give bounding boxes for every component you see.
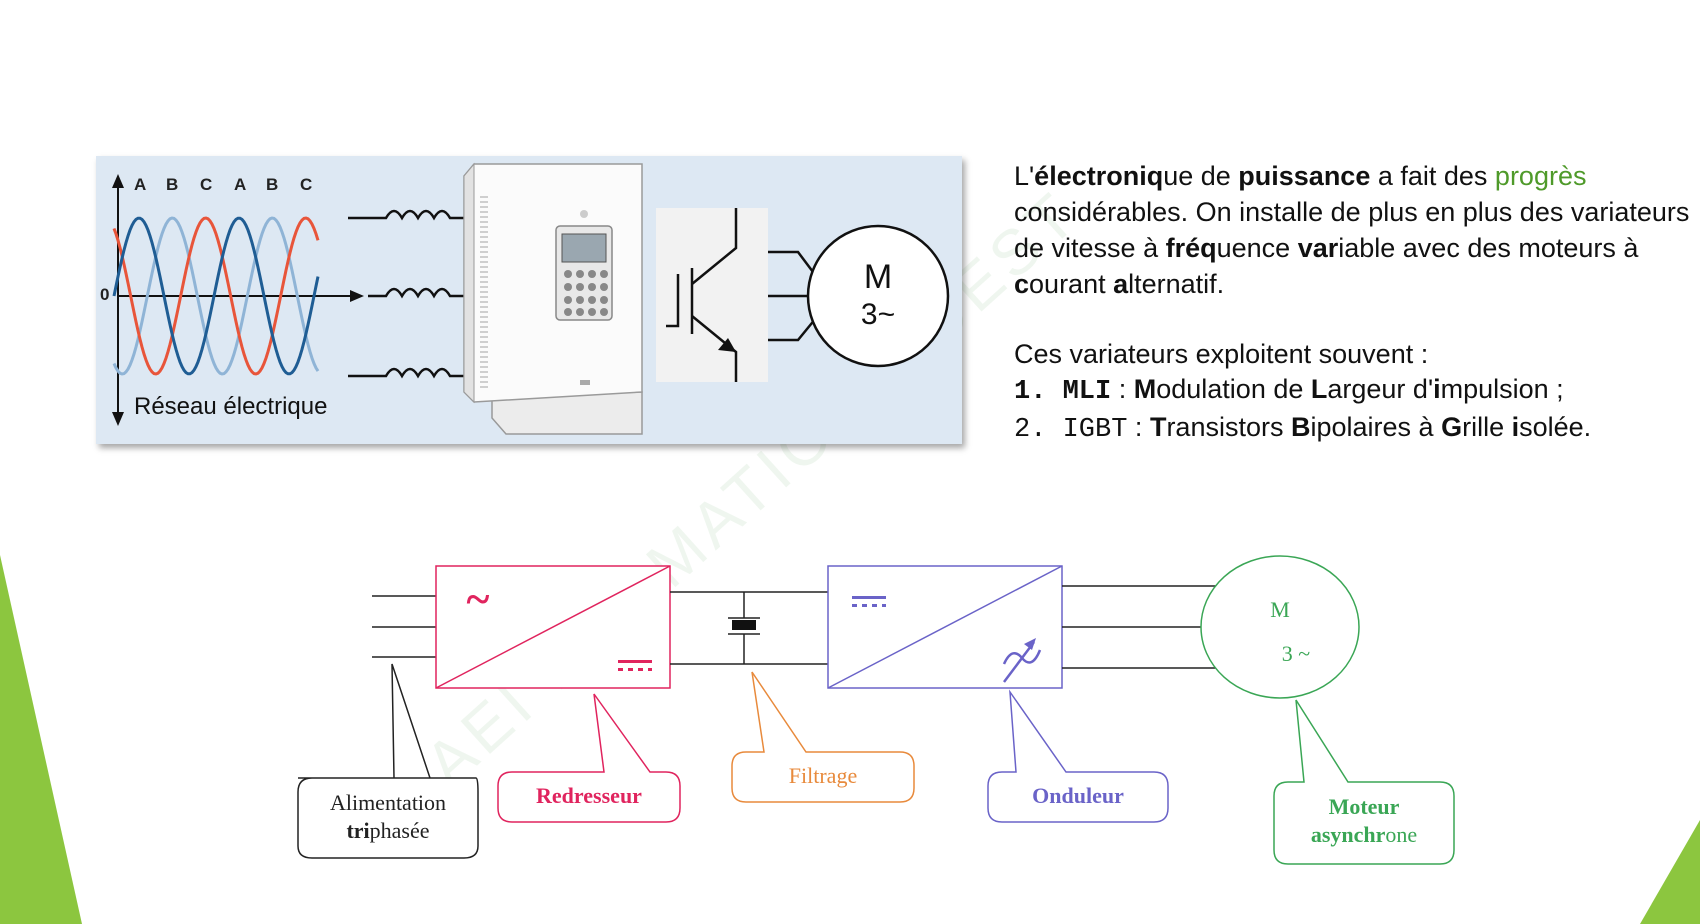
text-run: i [1433, 374, 1441, 404]
right-green-accent [1640, 820, 1700, 924]
label-run: Alimentation [330, 790, 446, 815]
phase-letter: C [200, 175, 212, 194]
text-run: progrès [1494, 161, 1587, 191]
redresseur-label: Redresseur [536, 783, 642, 808]
label-run: asynchr [1311, 822, 1386, 847]
drive-illustration-svg: A B C A B C 0 Réseau électrique [100, 162, 950, 435]
text-run: i [1511, 412, 1520, 442]
phase-letter: B [166, 175, 178, 194]
label-run: one [1385, 822, 1417, 847]
list-abbreviation: MLI [1062, 377, 1112, 407]
techniques-list: 1. MLI : Modulation de Largeur d'impulsi… [1014, 372, 1694, 448]
text-run: uence [1216, 233, 1298, 263]
axis-arrow-up [112, 174, 124, 188]
phase-wave [112, 216, 320, 376]
list-item: 2. IGBT : Transistors Bipolaires à Grill… [1014, 410, 1694, 448]
text-run: iable avec des moteurs à [1338, 233, 1639, 263]
text-run: a fait des [1370, 161, 1495, 191]
text-run: a [1113, 269, 1129, 299]
rectifier-ac-symbol: ~ [467, 575, 490, 624]
drive-unit-icon [463, 162, 643, 435]
supply-lines [348, 209, 468, 379]
block-diagram: ~ M 3 [297, 555, 1455, 865]
text-run: solée. [1519, 412, 1592, 442]
callout-filtrage: Filtrage [731, 671, 915, 803]
onduleur-label: Onduleur [1032, 783, 1124, 808]
text-run: ourant [1029, 269, 1114, 299]
phase-letter: A [134, 175, 146, 194]
text-run: ransistors [1166, 412, 1291, 442]
phase-letter: A [234, 175, 246, 194]
axis-arrow-right [350, 290, 364, 302]
alimentation-label: Alimentation triphasée [330, 790, 446, 843]
text-run: argeur d' [1327, 374, 1434, 404]
label-run: phasée [370, 818, 430, 843]
three-phase-waves [112, 216, 320, 376]
output-lines [1062, 585, 1218, 669]
text-run: mpulsion ; [1440, 374, 1564, 404]
igbt-symbol-icon [656, 208, 768, 382]
callout-alimentation: Alimentation triphasée [297, 663, 479, 859]
motor-icon [806, 224, 950, 368]
motor-phase: 3~ [861, 298, 895, 331]
left-green-accent [0, 555, 82, 924]
text-run: L [1310, 374, 1328, 404]
axis-arrow-down [112, 412, 124, 426]
phase-letter: C [300, 175, 312, 194]
motor-block-letter: M [1270, 597, 1290, 622]
text-run: L' [1014, 161, 1035, 191]
text-run: var [1297, 233, 1339, 263]
text-run: électroniq [1034, 161, 1164, 191]
callout-onduleur: Onduleur [987, 689, 1169, 823]
text-run: M [1133, 374, 1157, 404]
text-run: lternatif. [1128, 269, 1225, 299]
techniques-intro: Ces variateurs exploitent souvent : [1014, 339, 1429, 369]
list-number: 1. [1014, 377, 1063, 407]
rectifier-block: ~ [435, 565, 671, 689]
motor-lines [768, 250, 817, 342]
dc-bus [670, 591, 828, 665]
phase-wave [112, 216, 320, 376]
text-run: considérables. On installe de plus en pl… [1014, 197, 1690, 263]
phase-wave [112, 216, 320, 376]
text-run: T [1149, 412, 1167, 442]
intro-paragraph: L'électronique de puissance a fait des p… [1014, 158, 1694, 302]
label-run: tri [346, 818, 369, 843]
motor-block [1200, 555, 1360, 699]
list-abbreviation: IGBT [1062, 415, 1128, 445]
network-label: Réseau électrique [134, 393, 327, 420]
rectifier-dc-symbol [618, 660, 652, 671]
capacitor-icon [732, 620, 756, 630]
text-run: ue de [1163, 161, 1239, 191]
description-text: L'électronique de puissance a fait des p… [1014, 158, 1694, 448]
inverter-block [827, 565, 1063, 689]
text-run: ipolaires à [1310, 412, 1442, 442]
text-run: B [1290, 412, 1311, 442]
drive-illustration: A B C A B C 0 Réseau électrique [96, 156, 962, 444]
callout-redresseur: Redresseur [497, 693, 681, 823]
motor-letter: M [864, 258, 892, 296]
text-run: rille [1462, 412, 1512, 442]
zero-label: 0 [100, 285, 109, 304]
text-run: odulation de [1156, 374, 1311, 404]
text-run: G [1441, 412, 1463, 442]
motor-block-phase: 3 ~ [1282, 641, 1311, 666]
callout-moteur: Moteur asynchrone [1273, 699, 1455, 865]
phase-letter: B [266, 175, 278, 194]
list-item: 1. MLI : Modulation de Largeur d'impulsi… [1014, 372, 1694, 410]
list-number: 2. [1014, 415, 1063, 445]
text-run: : [1127, 412, 1150, 442]
input-lines [372, 595, 436, 658]
text-run: puissance [1238, 161, 1371, 191]
label-run: Moteur [1329, 794, 1400, 819]
inverter-dc-symbol [852, 596, 886, 607]
text-run: : [1111, 374, 1134, 404]
inverter-variable-ac-symbol [1002, 638, 1042, 683]
filtrage-label: Filtrage [789, 763, 857, 788]
text-run: c [1014, 269, 1030, 299]
text-run: fréq [1165, 233, 1217, 263]
moteur-label: Moteur asynchrone [1311, 794, 1417, 847]
